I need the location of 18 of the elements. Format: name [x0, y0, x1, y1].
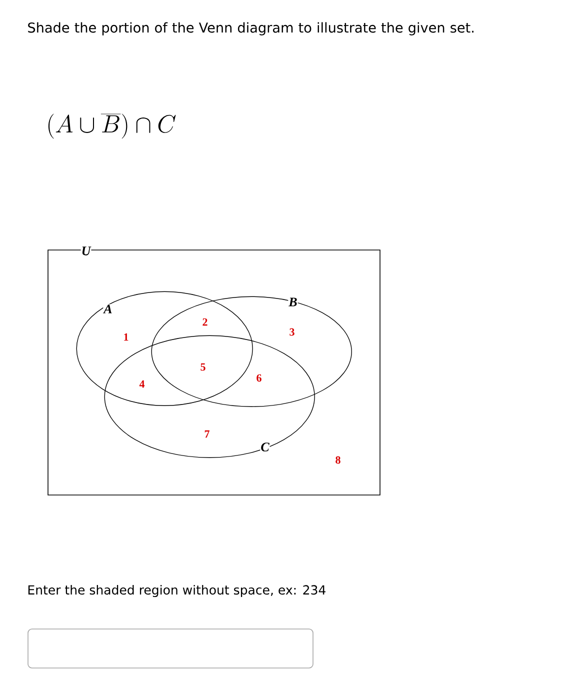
region-number: 3 [290, 328, 294, 336]
instruction-text: Enter the shaded region without space, ex: 234 [28, 584, 326, 598]
set-label: U [80, 246, 92, 256]
set-ellipse [104, 335, 315, 458]
region-number: 6 [256, 374, 262, 382]
set-expression: $(A \cup \overline{B}) \cap C$ [48, 114, 176, 139]
region-number: 1 [124, 333, 128, 341]
region-number: 5 [200, 363, 206, 371]
region-number: 7 [204, 430, 210, 438]
region-number: 2 [202, 318, 208, 326]
question-text: Shade the portion of the Venn diagram to illustrate the given set. [28, 22, 474, 36]
set-ellipse [151, 296, 352, 407]
set-ellipse [76, 291, 253, 406]
set-label: A [103, 304, 113, 314]
set-label: B [288, 297, 298, 307]
region-number: 4 [139, 380, 145, 388]
set-label: C [260, 442, 270, 452]
region-number: 8 [336, 456, 340, 464]
